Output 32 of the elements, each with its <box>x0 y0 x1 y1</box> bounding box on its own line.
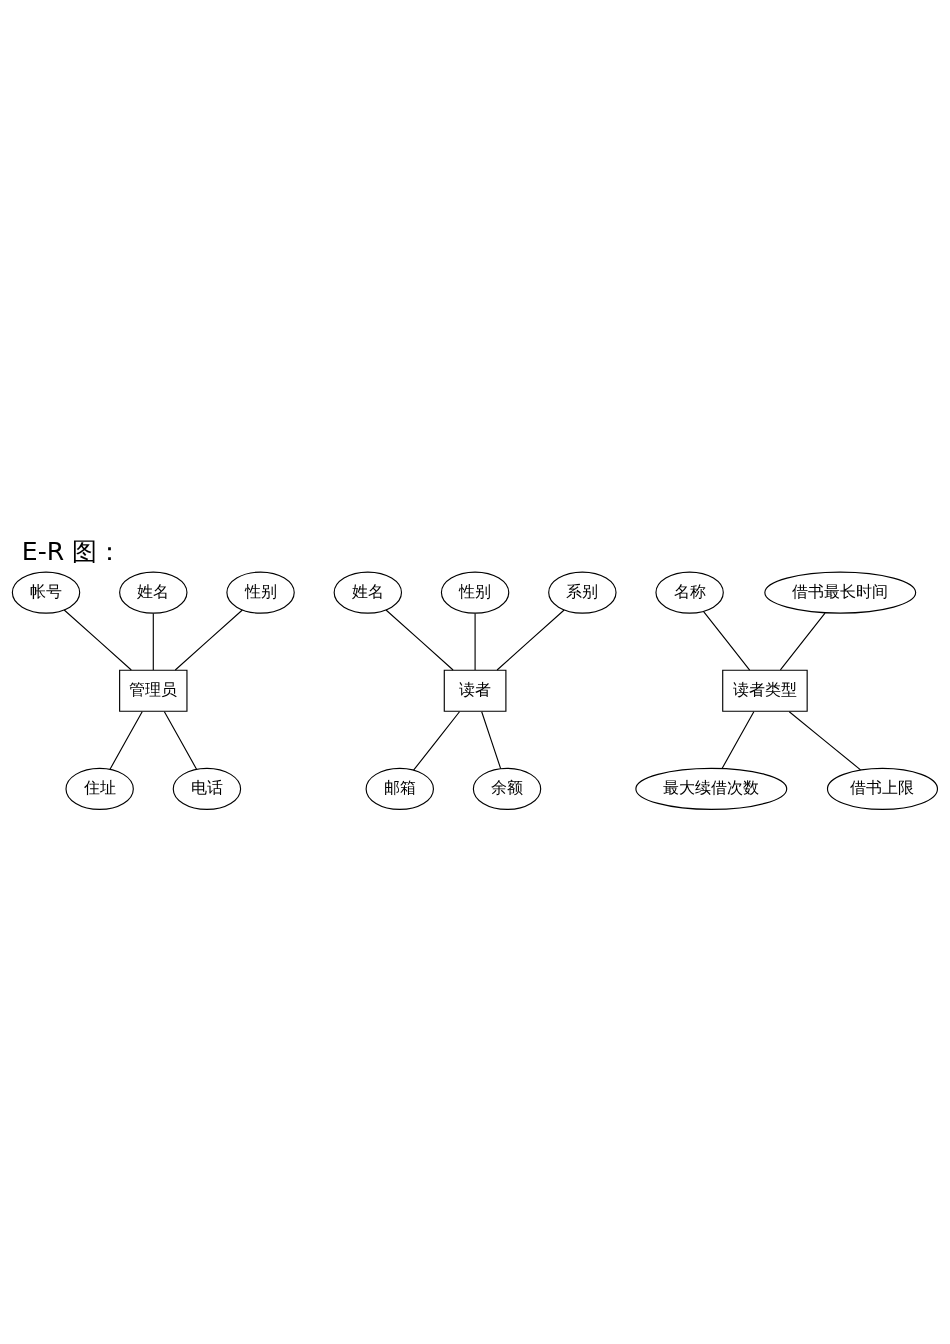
node-box: 读者类型 <box>722 669 808 712</box>
connector <box>721 710 755 769</box>
node-ellipse: 最大续借次数 <box>635 767 788 810</box>
node-ellipse: 姓名 <box>119 571 188 614</box>
connector <box>702 610 751 671</box>
connector <box>385 608 454 671</box>
node-ellipse: 帐号 <box>11 571 81 614</box>
connector <box>496 608 565 671</box>
node-ellipse: 电话 <box>172 767 242 810</box>
connector <box>413 710 461 771</box>
node-ellipse: 名称 <box>655 571 724 614</box>
connector <box>63 608 132 671</box>
node-ellipse: 借书上限 <box>826 767 939 810</box>
node-ellipse: 系别 <box>548 571 617 614</box>
node-ellipse: 住址 <box>65 767 134 810</box>
node-ellipse: 性别 <box>226 571 295 614</box>
node-box: 读者 <box>443 669 507 712</box>
connector <box>163 710 198 770</box>
node-ellipse: 借书最长时间 <box>764 571 917 614</box>
connector <box>152 612 154 671</box>
connector <box>474 612 476 671</box>
node-ellipse: 邮箱 <box>365 767 434 810</box>
connector <box>109 710 143 770</box>
connector <box>481 710 502 769</box>
connector <box>779 612 826 670</box>
node-ellipse: 性别 <box>440 571 510 614</box>
connector <box>174 608 243 671</box>
node-ellipse: 姓名 <box>333 571 403 614</box>
node-ellipse: 余额 <box>472 767 542 810</box>
connector <box>788 710 862 770</box>
diagram-title: E-R 图： <box>21 536 123 566</box>
node-box: 管理员 <box>119 669 188 712</box>
